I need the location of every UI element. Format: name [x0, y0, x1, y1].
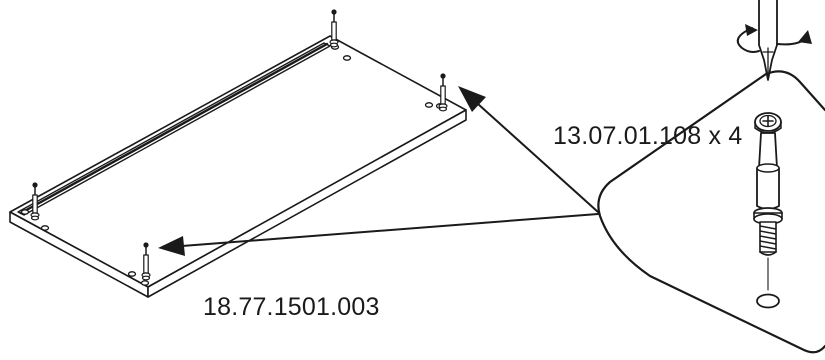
callout-arrows — [158, 86, 599, 256]
bolt-small-top — [329, 9, 339, 48]
bolt-small-front — [141, 242, 151, 281]
panel-code-label: 18.77.1501.003 — [203, 293, 380, 321]
screwdriver-icon — [758, 0, 778, 81]
fastener-code-label: 13.07.01.108 x 4 — [553, 122, 742, 150]
bolt-small-right — [438, 73, 448, 112]
panel-board — [9, 35, 467, 298]
cam-bolt-icon — [753, 112, 783, 309]
detail-callout — [597, 70, 825, 354]
rotate-clockwise-icon — [736, 24, 812, 53]
panel-holes — [20, 44, 445, 286]
bolt-small-left — [30, 182, 40, 221]
